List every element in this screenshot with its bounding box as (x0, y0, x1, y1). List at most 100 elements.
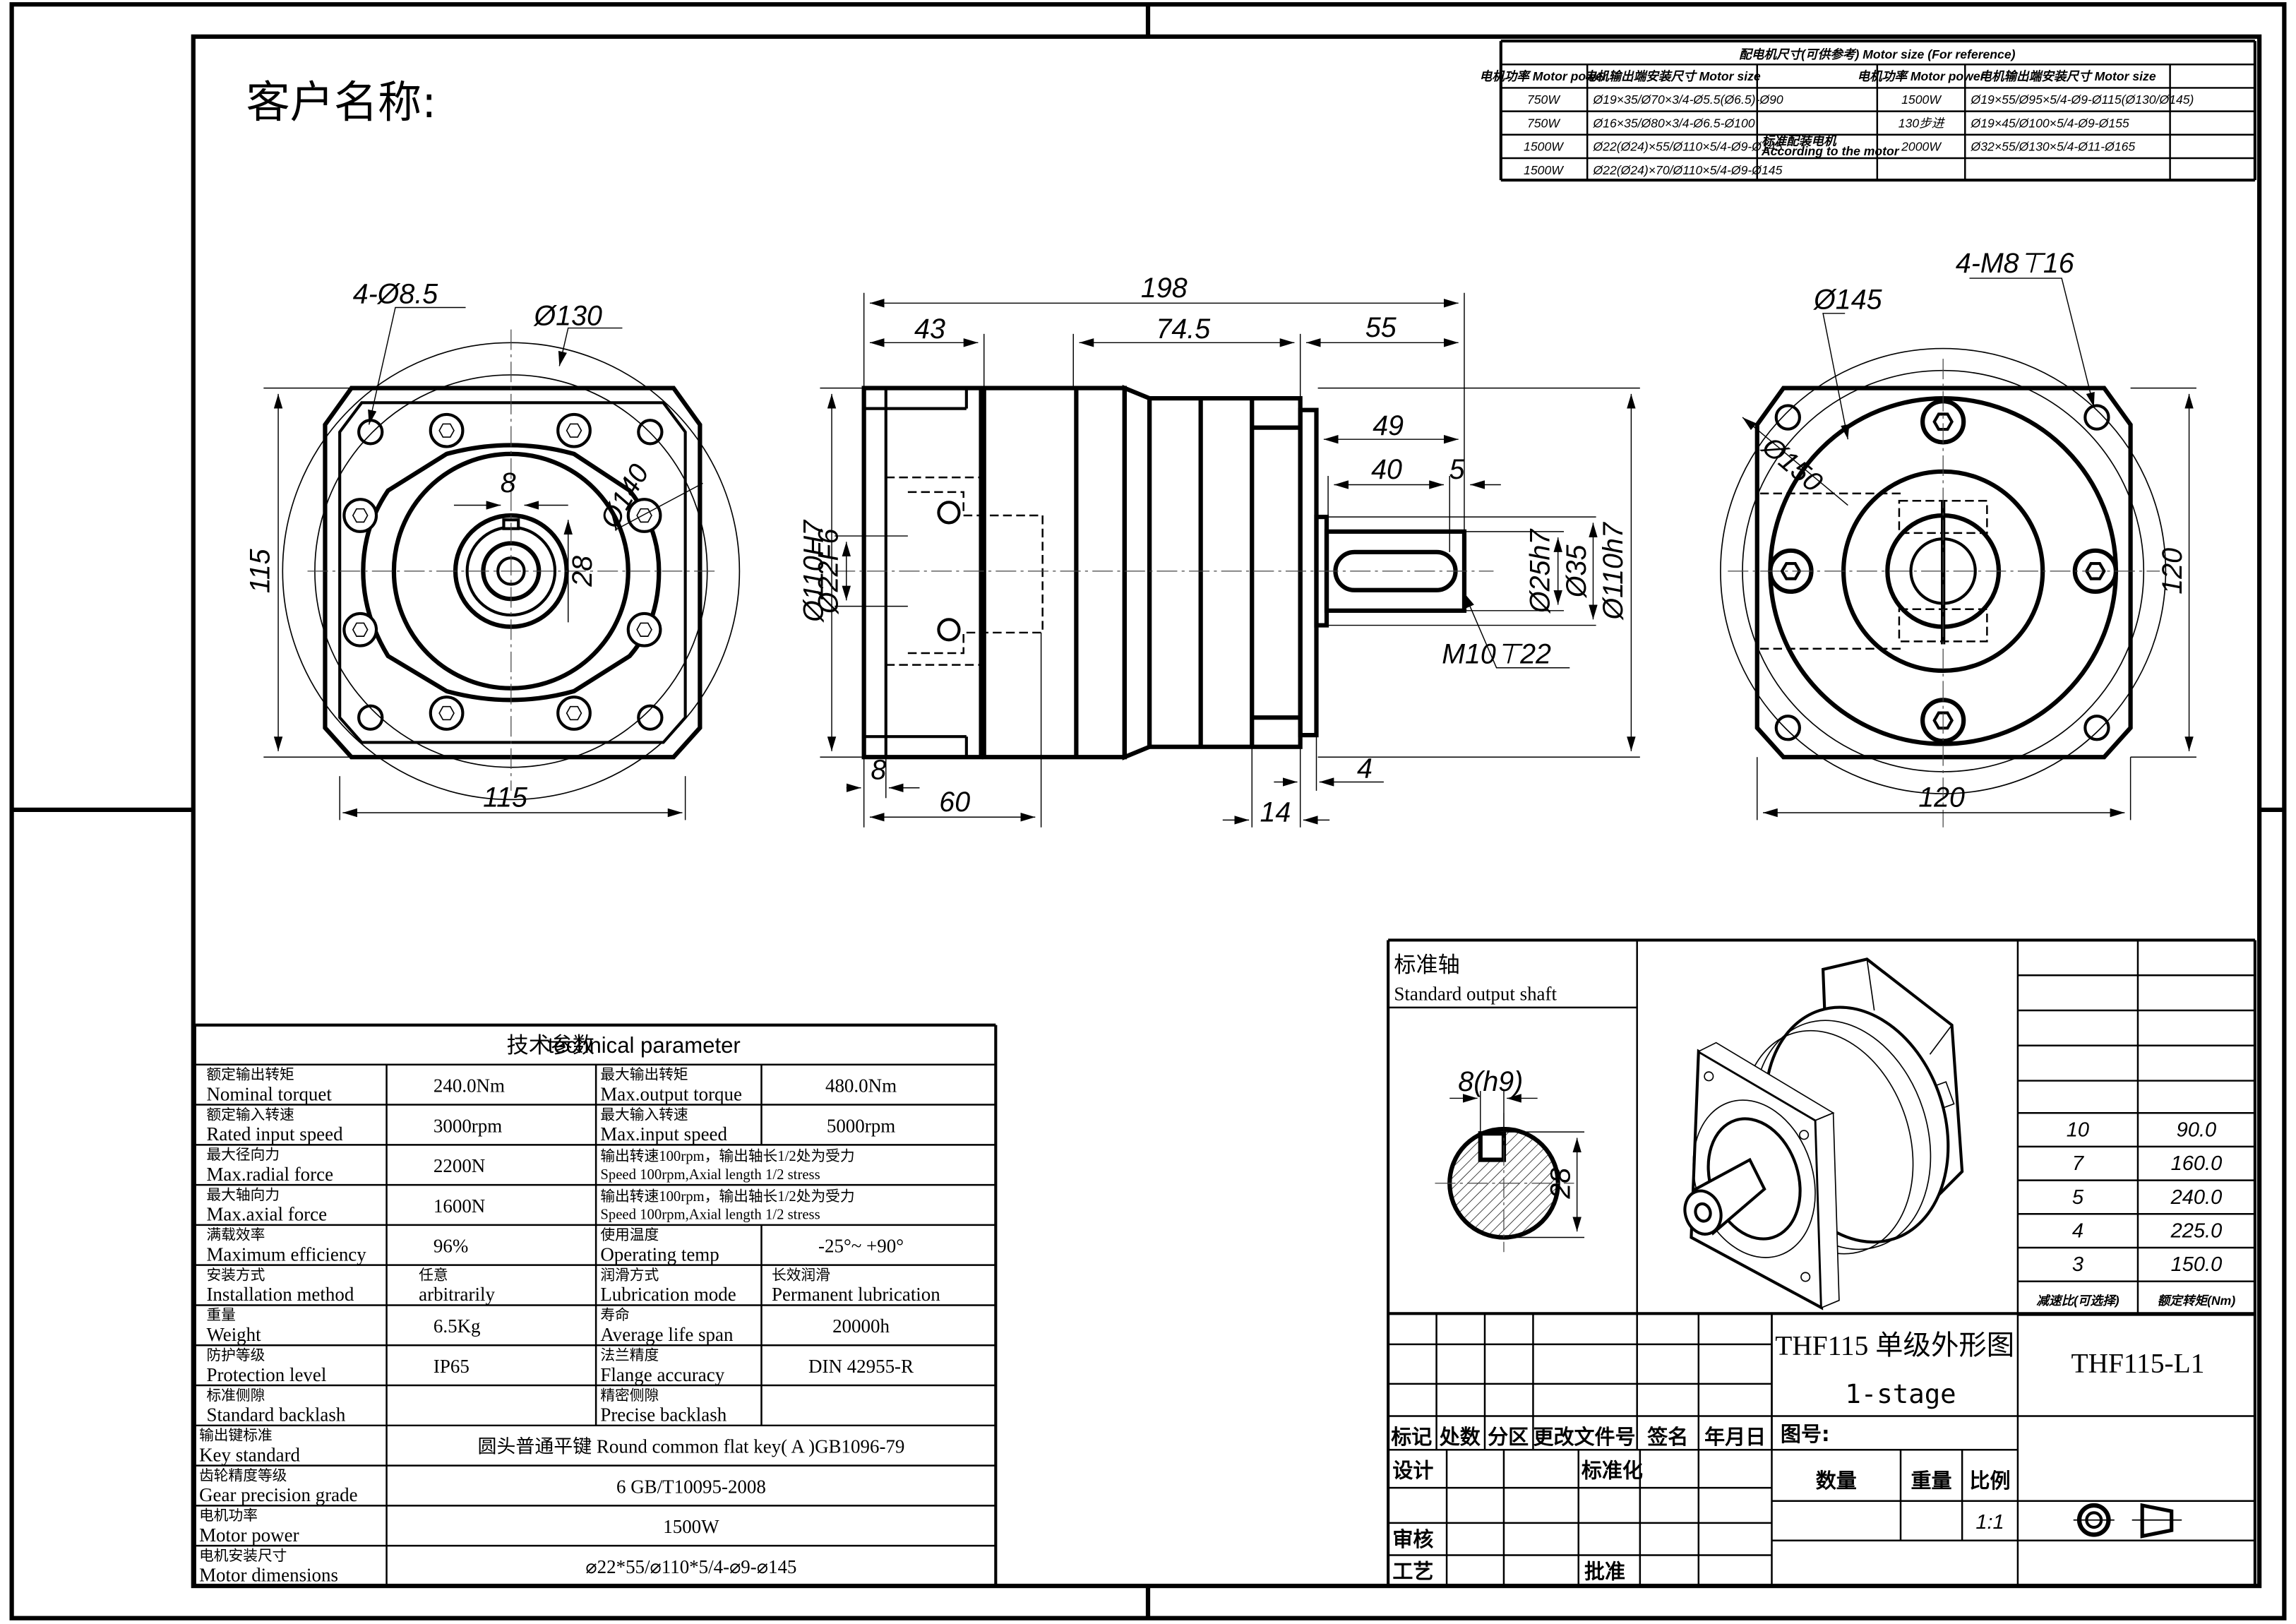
revision-column-label: 签名 (1647, 1425, 1688, 1449)
param-label-cn: 最大轴向力 (206, 1187, 280, 1203)
motor-table-header-size-2: 电机输出端安装尺寸 Motor size (1979, 69, 2156, 83)
dimension-label: 4-Ø8.5 (353, 278, 438, 309)
param-label-cn: 电机安装尺寸 (199, 1548, 287, 1564)
dimension-label: 198 (1141, 273, 1188, 304)
cover-screw-icons (342, 412, 662, 731)
param-label-cn: 满载效率 (206, 1227, 265, 1243)
motor-size-cell: Ø19×35/Ø70×3/4-Ø5.5(Ø6.5)-Ø90 (1592, 92, 1783, 107)
param-label-en: Rated input speed (206, 1123, 343, 1145)
param-label-cn: 额定输出转矩 (206, 1066, 294, 1082)
motor-note-cn: 标准配装电机 (1762, 133, 1837, 148)
standardize-label: 标准化 (1582, 1459, 1643, 1483)
motor-table-header-power-2: 电机功率 Motor power (1858, 69, 1986, 83)
motor-size-cell: Ø22(Ø24)×55/Ø110×5/4-Ø9-Ø145 (1592, 140, 1782, 154)
dimension-label: 40 (1371, 454, 1402, 485)
param-value: 1600N (434, 1195, 485, 1217)
param-note-cn: 输出转速100rpm，输出轴长1/2处为受力 (600, 1148, 854, 1164)
param-note-en: Speed 100rpm,Axial length 1/2 stress (600, 1207, 820, 1223)
param-label-en: Max.input speed (600, 1123, 727, 1145)
param-label-en: Average life span (600, 1324, 734, 1345)
motor-power-cell: 750W (1527, 116, 1560, 130)
dimension-label: 49 (1373, 410, 1404, 441)
motor-size-cell: Ø19×45/Ø100×5/4-Ø9-Ø155 (1971, 116, 2129, 130)
dimension-label: 4-M8⊤16 (1956, 248, 2074, 279)
param-value: 5000rpm (827, 1115, 895, 1136)
param-label-en: Installation method (206, 1284, 354, 1305)
motor-power-cell: 1500W (1901, 92, 1942, 107)
param-label-en: Gear precision grade (199, 1484, 358, 1505)
motor-size-cell: Ø32×55/Ø130×5/4-Ø11-Ø165 (1971, 140, 2136, 154)
motor-size-cell: Ø16×35/Ø80×3/4-Ø6.5-Ø100 (1592, 116, 1754, 130)
dimension-label: 60 (939, 787, 970, 818)
param-label-cn: 使用温度 (600, 1227, 659, 1243)
dimension-label: 4 (1357, 753, 1373, 784)
drawing-title-cn: THF115 单级外形图 (1775, 1330, 2014, 1361)
ratio-value: 10 (2067, 1118, 2089, 1141)
param-label-cn: 法兰精度 (600, 1347, 659, 1363)
param-label-cn: 润滑方式 (600, 1267, 659, 1283)
param-value-cn: 长效润滑 (772, 1267, 830, 1283)
dimension-label: 120 (2157, 548, 2188, 595)
dimension-label: 115 (245, 549, 276, 593)
param-label-cn: 寿命 (600, 1307, 630, 1323)
param-label-cn: 额定输入转速 (206, 1106, 294, 1123)
process-label: 工艺 (1392, 1560, 1433, 1584)
param-label-cn: 最大径向力 (206, 1147, 280, 1163)
param-value: 圆头普通平键 Round common flat key( A )GB1096-… (477, 1436, 904, 1457)
param-label-en: Motor power (199, 1524, 299, 1546)
param-note-en: Speed 100rpm,Axial length 1/2 stress (600, 1167, 820, 1183)
param-value: 6 GB/T10095-2008 (616, 1476, 766, 1497)
param-value: IP65 (434, 1356, 470, 1377)
shaft-height: 28 (1545, 1168, 1576, 1200)
param-label-cn: 重量 (206, 1307, 235, 1323)
rated-torque-value: 240.0 (2170, 1186, 2223, 1209)
param-value-en: Permanent lubrication (772, 1284, 940, 1305)
shaft-section (1435, 1091, 1585, 1253)
dimension-label: 43 (914, 314, 945, 345)
dimension-label: Ø110H7 (799, 519, 830, 623)
param-value: 3000rpm (434, 1115, 502, 1136)
dimension-label: 8 (871, 754, 886, 785)
dimension-label: 74.5 (1156, 314, 1210, 345)
quantity-label: 数量 (1816, 1469, 1857, 1493)
output-view (1720, 277, 2196, 828)
drawing-number-label: 图号: (1781, 1422, 1830, 1446)
model-number: THF115-L1 (2071, 1347, 2205, 1378)
param-value: 480.0Nm (825, 1075, 897, 1097)
param-value: DIN 42955-R (808, 1356, 914, 1377)
param-value: 240.0Nm (434, 1075, 505, 1097)
revision-column-label: 更改文件号 (1533, 1425, 1635, 1449)
revision-column-label: 处数 (1439, 1425, 1481, 1449)
param-label-en: Max.output torque (600, 1083, 742, 1104)
scale-value: 1:1 (1975, 1511, 2004, 1534)
projection-symbol-icon (2073, 1503, 2182, 1539)
param-value: 96% (434, 1236, 468, 1257)
motor-power-cell: 130步进 (1899, 116, 1946, 130)
param-value: 6.5Kg (434, 1315, 481, 1337)
motor-size-cell: Ø22(Ø24)×70/Ø110×5/4-Ø9-Ø145 (1592, 163, 1782, 177)
scale-label: 比例 (1970, 1469, 2011, 1493)
param-label-en: Motor dimensions (199, 1565, 338, 1586)
param-label-en: Nominal torquet (206, 1083, 332, 1104)
param-label-cn: 安装方式 (206, 1267, 265, 1283)
rated-torque-value: 225.0 (2170, 1219, 2223, 1242)
side-view (820, 292, 1640, 828)
dimension-label: 5 (1449, 454, 1465, 485)
approve-label: 批准 (1584, 1560, 1625, 1584)
dimension-label: 14 (1260, 796, 1291, 828)
motor-power-cell: 1500W (1524, 163, 1564, 177)
gearbox-isometric-illustration (1683, 957, 1964, 1310)
dimension-label: Ø25h7 (1524, 528, 1555, 614)
rated-torque-value: 160.0 (2171, 1152, 2223, 1175)
param-value-en: arbitrarily (419, 1284, 495, 1305)
dimension-label: M10⊤22 (1442, 638, 1551, 669)
screw-boss-icons (1768, 399, 2118, 744)
motor-table-title: 配电机尺寸(可供参考) Motor size (For reference) (1739, 47, 2015, 61)
dimension-label: 8 (501, 467, 516, 498)
param-label-cn: 输出键标准 (199, 1428, 273, 1444)
dimension-label: 28 (567, 556, 598, 587)
dimension-label: Ø110h7 (1598, 521, 1629, 621)
ratio-value: 4 (2072, 1219, 2083, 1242)
revision-column-label: 年月日 (1704, 1425, 1766, 1449)
